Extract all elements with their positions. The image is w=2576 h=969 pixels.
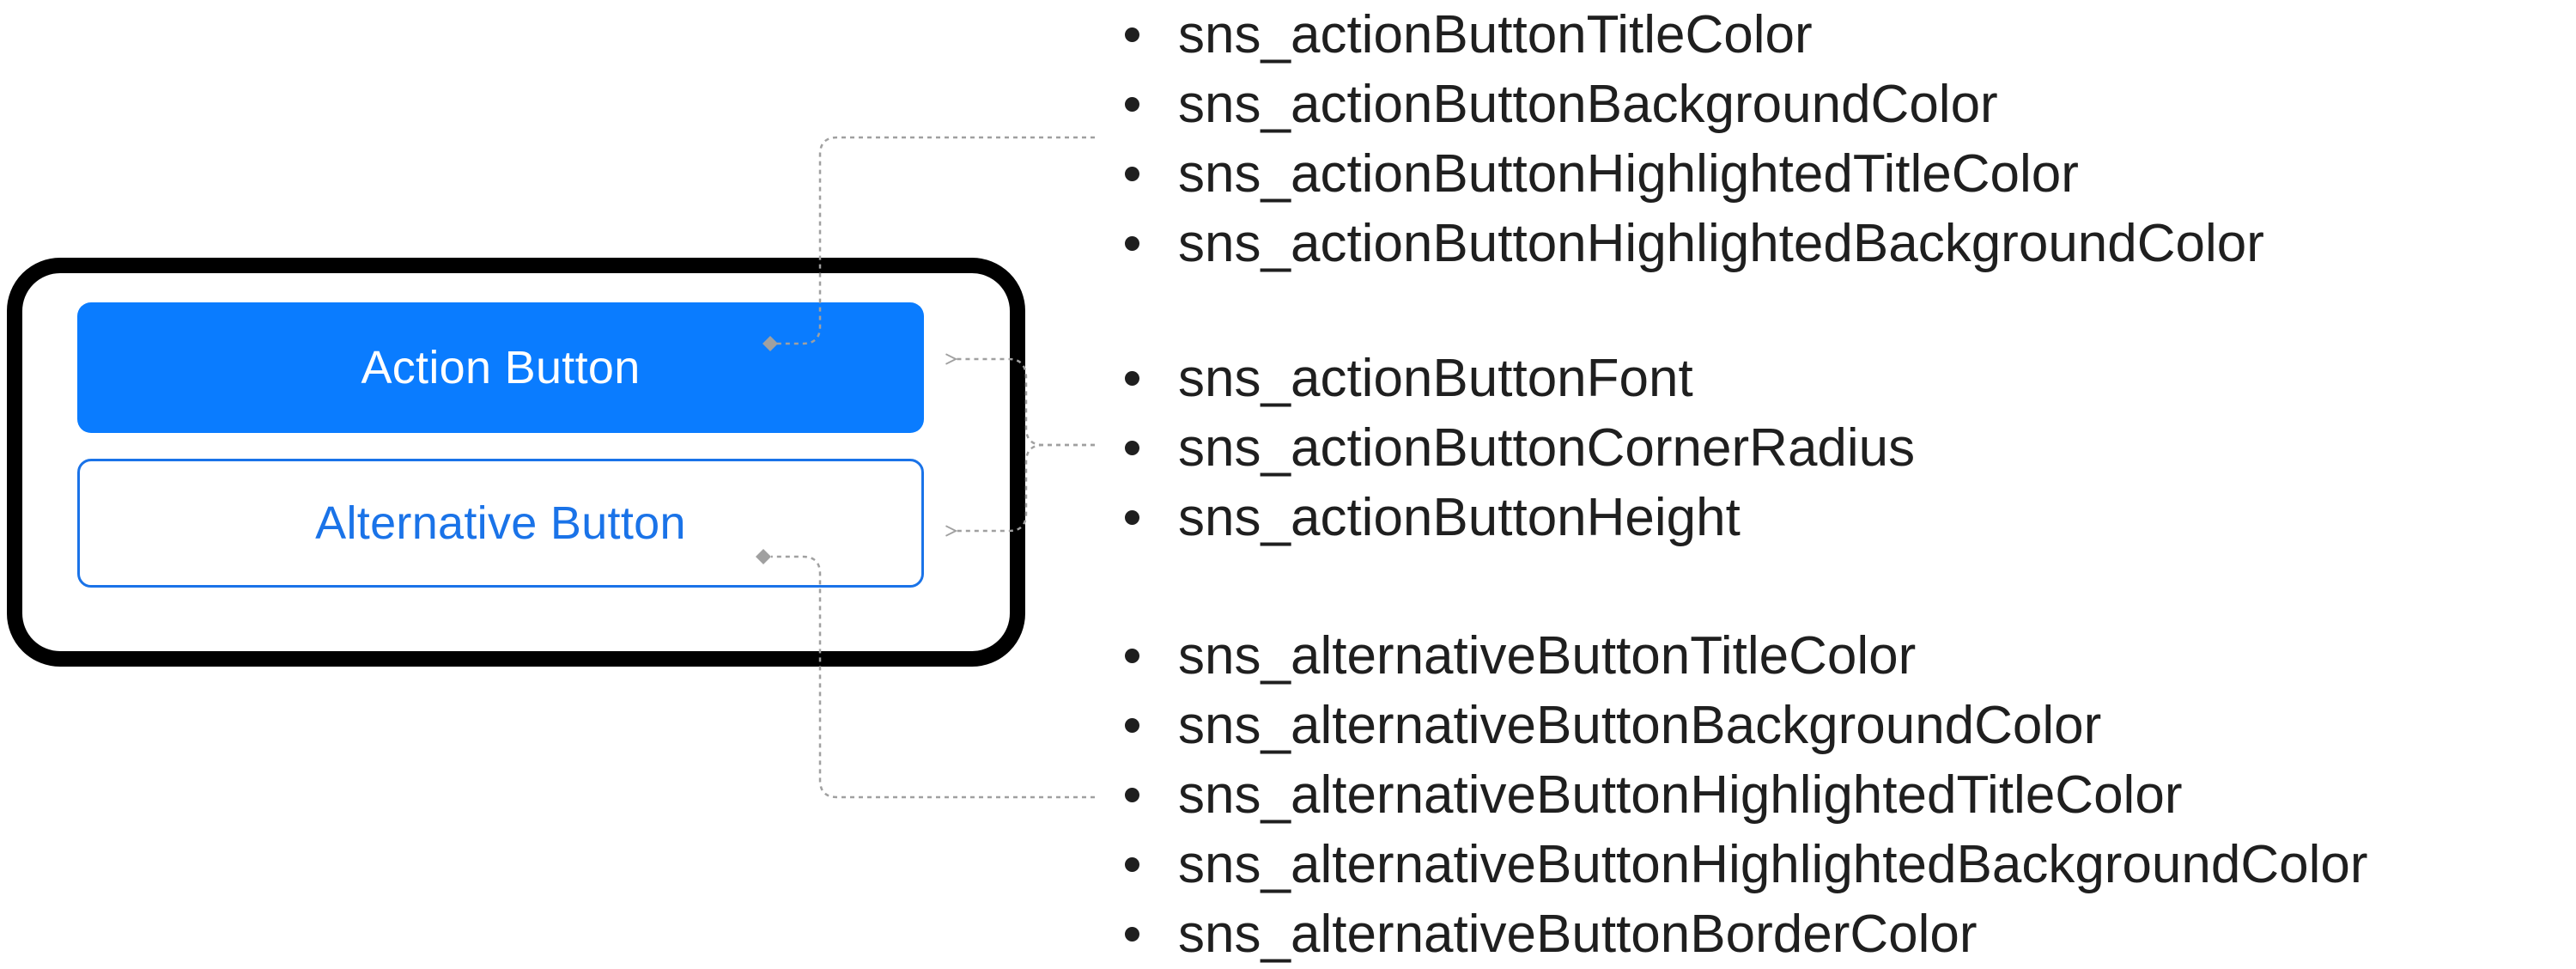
list-item: sns_alternativeButtonBorderColor — [1121, 899, 2368, 969]
bullet — [1125, 510, 1139, 525]
property-name: sns_alternativeButtonBackgroundColor — [1178, 696, 2102, 755]
list-item: sns_actionButtonCornerRadius — [1121, 413, 1915, 483]
list-item: sns_actionButtonHighlightedBackgroundCol… — [1121, 209, 2264, 278]
action-color-properties-list: sns_actionButtonTitleColor sns_actionBut… — [1121, 0, 2264, 278]
action-button-label: Action Button — [361, 342, 641, 393]
bullet — [1125, 649, 1139, 663]
bullet — [1125, 857, 1139, 872]
list-item: sns_actionButtonFont — [1121, 344, 1915, 413]
property-name: sns_alternativeButtonTitleColor — [1178, 626, 1917, 686]
bullet — [1125, 97, 1139, 112]
list-item: sns_actionButtonHighlightedTitleColor — [1121, 139, 2264, 209]
property-name: sns_alternativeButtonHighlightedBackgrou… — [1178, 835, 2368, 894]
property-name: sns_actionButtonHighlightedTitleColor — [1178, 144, 2079, 204]
list-item: sns_actionButtonBackgroundColor — [1121, 70, 2264, 139]
bullet — [1125, 236, 1139, 251]
property-name: sns_actionButtonFont — [1178, 349, 1693, 408]
alternative-button-label: Alternative Button — [315, 497, 686, 549]
property-name: sns_actionButtonBackgroundColor — [1178, 75, 1998, 134]
property-name: sns_alternativeButtonHighlightedTitleCol… — [1178, 765, 2183, 825]
list-item: sns_alternativeButtonHighlightedTitleCol… — [1121, 760, 2368, 830]
bullet — [1125, 371, 1139, 386]
alternative-button[interactable]: Alternative Button — [77, 459, 924, 588]
list-item: sns_alternativeButtonHighlightedBackgrou… — [1121, 830, 2368, 899]
bullet — [1125, 27, 1139, 42]
bullet — [1125, 441, 1139, 455]
list-item: sns_actionButtonHeight — [1121, 483, 1915, 552]
bullet — [1125, 718, 1139, 733]
bullet — [1125, 167, 1139, 181]
list-item: sns_actionButtonTitleColor — [1121, 0, 2264, 70]
property-name: sns_alternativeButtonBorderColor — [1178, 905, 1978, 964]
bullet — [1125, 927, 1139, 942]
property-name: sns_actionButtonCornerRadius — [1178, 418, 1916, 478]
shared-properties-list: sns_actionButtonFont sns_actionButtonCor… — [1121, 344, 1915, 552]
property-name: sns_actionButtonTitleColor — [1178, 5, 1813, 64]
property-name: sns_actionButtonHighlightedBackgroundCol… — [1178, 214, 2264, 273]
alternative-color-properties-list: sns_alternativeButtonTitleColor sns_alte… — [1121, 621, 2368, 969]
list-item: sns_alternativeButtonBackgroundColor — [1121, 691, 2368, 760]
property-name: sns_actionButtonHeight — [1178, 488, 1741, 547]
list-item: sns_alternativeButtonTitleColor — [1121, 621, 2368, 691]
bullet — [1125, 788, 1139, 802]
action-button[interactable]: Action Button — [77, 302, 924, 433]
